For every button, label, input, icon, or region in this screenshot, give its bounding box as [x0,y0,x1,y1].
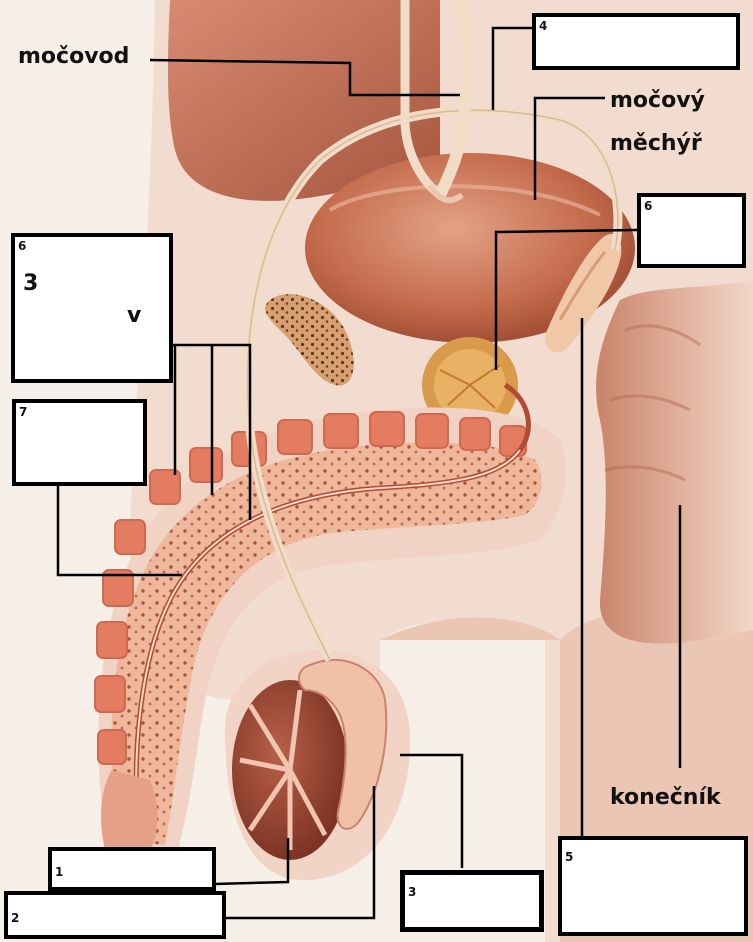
box-number: 5 [565,850,573,864]
answer-box-2[interactable]: 2 [4,891,226,939]
box-number: 2 [11,911,19,925]
answer-box-6-right[interactable]: 6 [637,193,746,268]
box-number: 7 [19,405,27,419]
bladder-label-line2: měchýř [610,133,702,155]
box-number: 6 [644,199,652,213]
box-number: 6 [18,239,26,253]
answer-box-1[interactable]: 1 [48,847,216,891]
answer-box-3[interactable]: 3 [400,870,544,932]
box-number: 4 [539,19,547,33]
answer-box-4[interactable]: 4 [532,13,740,70]
answer-box-5[interactable]: 5 [558,836,748,936]
handwritten-answer-a: 3 [23,271,38,296]
box-number: 1 [55,865,63,879]
rectum-label: konečník [610,787,721,809]
handwritten-answer-b: v [127,303,141,328]
ureter-label: močovod [18,46,129,68]
answer-box-6-left[interactable]: 6 3 v [11,233,173,383]
box-number: 3 [408,885,416,899]
bladder-label-line1: močový [610,90,705,112]
answer-box-7[interactable]: 7 [12,399,147,486]
